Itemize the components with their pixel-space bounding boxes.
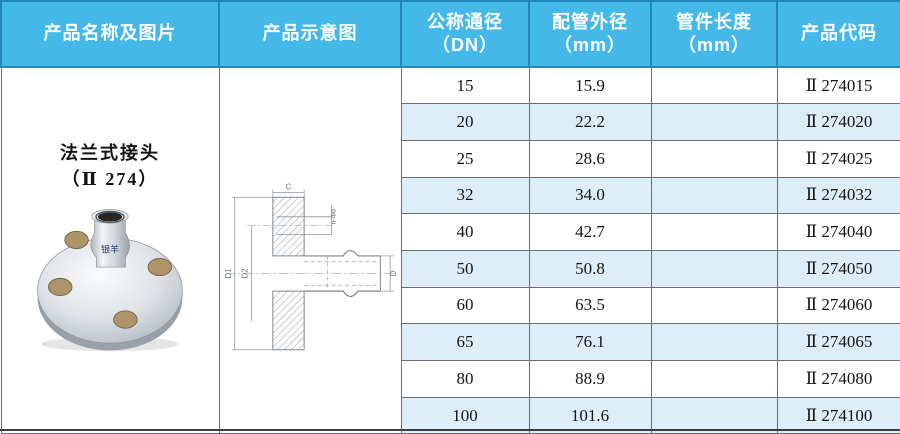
cell-length [650,213,778,251]
cell-dn: 50 [400,249,530,288]
diagram-dim-d: D [389,270,398,276]
header-dn: 公称通径 （DN） [400,0,530,68]
product-name-photo-cell: 法兰式接头 （Ⅱ 274） [0,66,220,434]
header-row: 产品名称及图片 产品示意图 公称通径 （DN） 配管外径 （mm） 管件长度 （… [0,0,900,68]
table-row: 40 42.7 Ⅱ 274040 [1,213,900,251]
cell-code: Ⅱ 274025 [776,139,900,178]
cell-length [650,249,778,288]
cell-code: Ⅱ 274065 [776,323,900,361]
cell-length [650,176,778,215]
table-row: 20 22.2 Ⅱ 274020 [1,103,900,141]
table-row: 法兰式接头 （Ⅱ 274） [0,66,900,434]
product-photo: 银羊 [37,209,183,352]
table-row: 100 101.6 Ⅱ 274100 [1,396,900,434]
cell-dn: 80 [400,360,530,398]
product-diagram-cell: C D1 D2 n-Φd [218,66,402,434]
header-pipe-od: 配管外径 （mm） [528,0,652,68]
diagram-dim-bolt: n-Φd [330,209,337,225]
diagram-dim-d1: D1 [224,268,233,278]
table-row: 60 63.5 Ⅱ 274060 [1,286,900,325]
cell-dn: 32 [400,176,530,215]
cell-od: 101.6 [528,396,652,434]
cell-code: Ⅱ 274050 [776,249,900,288]
cell-od: 63.5 [528,286,652,325]
cell-code: Ⅱ 274040 [776,213,900,251]
cell-length [650,286,778,325]
cell-length [650,323,778,361]
cell-dn: 100 [400,396,530,434]
cell-length [650,396,778,434]
table-row: 80 88.9 Ⅱ 274080 [1,360,900,398]
photo-brand-label: 银羊 [101,244,119,255]
cell-od: 34.0 [528,176,652,215]
cell-length [650,103,778,141]
cell-dn: 20 [400,103,530,141]
cell-od: 50.8 [528,249,652,288]
header-product-code: 产品代码 [776,0,900,68]
cell-length [650,139,778,178]
diagram-dim-d2: D2 [240,268,249,278]
cell-dn: 60 [400,286,530,325]
header-fitting-length: 管件长度 （mm） [650,0,778,68]
cell-od: 22.2 [528,103,652,141]
table-row: 32 34.0 Ⅱ 274032 [1,176,900,215]
cell-code: Ⅱ 274080 [776,360,900,398]
bottom-border [0,429,900,431]
table-row: 50 50.8 Ⅱ 274050 [1,249,900,288]
cell-code: Ⅱ 274060 [776,286,900,325]
cell-code: Ⅱ 274020 [776,103,900,141]
cell-dn: 40 [400,213,530,251]
cell-code: Ⅱ 274032 [776,176,900,215]
diagram-dim-c: C [286,182,292,191]
cell-dn: 65 [400,323,530,361]
cell-od: 28.6 [528,139,652,178]
header-diagram: 产品示意图 [218,0,402,68]
cell-od: 76.1 [528,323,652,361]
cell-code: Ⅱ 274100 [776,396,900,434]
product-name: 法兰式接头 （Ⅱ 274） [60,143,160,190]
cell-code: Ⅱ 274015 [776,66,900,105]
cell-od: 88.9 [528,360,652,398]
table-row: 65 76.1 Ⅱ 274065 [1,323,900,361]
cell-od: 42.7 [528,213,652,251]
product-diagram: C D1 D2 n-Φd [224,182,398,350]
cell-length [650,360,778,398]
cell-dn: 15 [400,66,530,105]
header-product-name: 产品名称及图片 [0,0,220,68]
cell-dn: 25 [400,139,530,178]
cell-od: 15.9 [528,66,652,105]
cell-length [650,66,778,105]
